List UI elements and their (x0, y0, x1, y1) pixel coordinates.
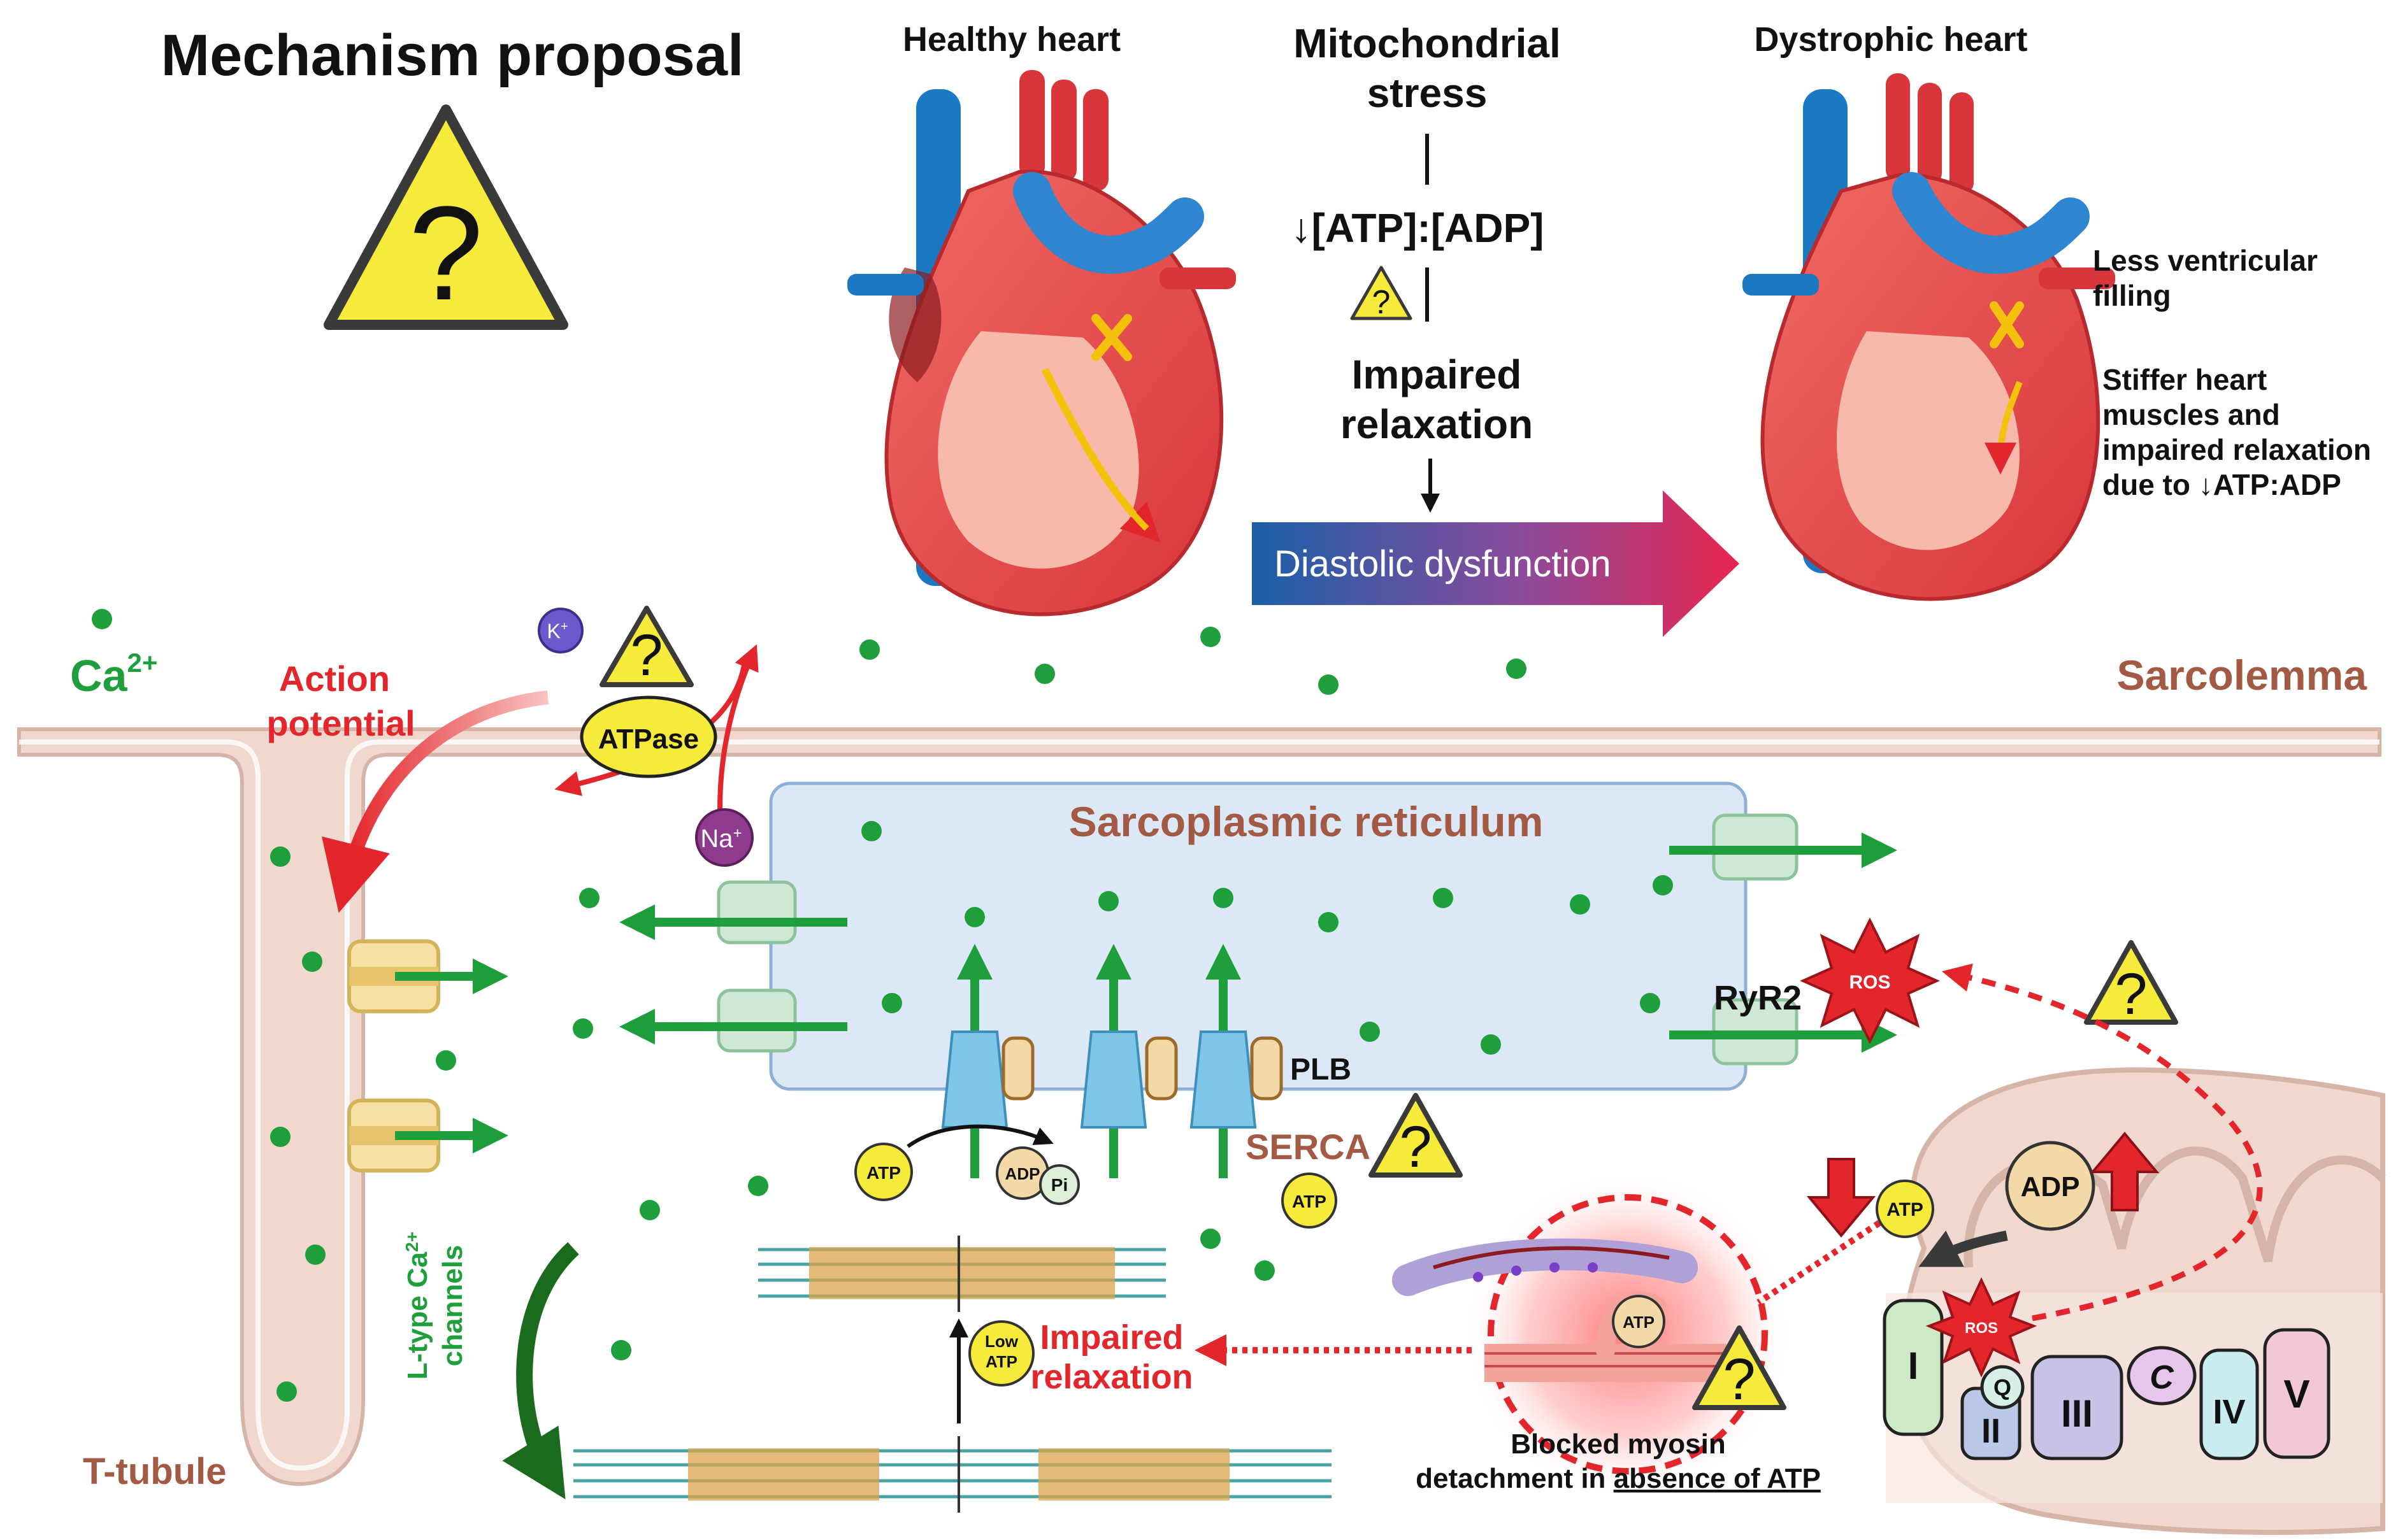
potassium-ion (538, 608, 584, 653)
svg-text:ADP: ADP (1005, 1164, 1040, 1183)
dystrophic-heart-label: Dystrophic heart (1754, 20, 2027, 59)
less-filling-line1: Less ventricular (2093, 244, 2318, 277)
svg-text:ROS: ROS (1965, 1320, 1998, 1337)
warning-triangle-icon-ryr: ? (2084, 940, 2178, 1027)
sarcomere-relaxed (573, 1436, 1332, 1513)
svg-text:Low: Low (985, 1332, 1019, 1351)
blocked-myosin-detachment: ATP ? (1392, 1169, 1793, 1500)
l-type-channels-label: L-type Ca2+ channels (402, 1232, 468, 1380)
svg-text:Na+: Na+ (700, 825, 742, 853)
ryr2-channels-left (619, 880, 847, 1053)
svg-text:II: II (1981, 1412, 2000, 1450)
impaired-relaxation-cell-line1: Impaired (1040, 1318, 1183, 1357)
atp-down-arrow (1806, 1158, 1876, 1238)
impaired-relaxation-top-line2: relaxation (1340, 401, 1533, 447)
warning-triangle-icon-serca: ? (1368, 1093, 1463, 1180)
stiffer-line3: impaired relaxation (2102, 433, 2371, 466)
sarcomere-contracted (758, 1236, 1166, 1312)
sarcolemma-membrane (17, 727, 2381, 1487)
warning-triangle-icon-small: ? (1350, 266, 1412, 321)
svg-text:?: ? (2115, 962, 2147, 1027)
atp-to-myosin-arrow (1756, 1220, 1881, 1306)
svg-text:?: ? (1372, 284, 1391, 321)
sarcoplasmic-reticulum: Sarcoplasmic reticulum (769, 781, 1748, 1091)
less-filling-line2: filling (2093, 279, 2171, 312)
l-type-calcium-channels (347, 939, 508, 1173)
adp-up-arrow (2090, 1131, 2160, 1211)
impaired-relaxation-top-line1: Impaired (1352, 352, 1522, 397)
t-tubule-label: T-tubule (83, 1451, 227, 1492)
svg-text:V: V (2283, 1372, 2309, 1416)
ryr2-label: RyR2 (1714, 979, 1802, 1017)
low-atp-badge: Low ATP (968, 1320, 1035, 1387)
svg-text:ATP: ATP (986, 1352, 1017, 1371)
plb-label: PLB (1290, 1053, 1351, 1087)
sarcolemma-label: Sarcolemma (2116, 652, 2367, 699)
healthy-heart-icon (847, 70, 1236, 617)
svg-text:channels: channels (437, 1245, 468, 1367)
dystrophic-heart-icon (1742, 73, 2115, 601)
svg-text:ROS: ROS (1849, 972, 1890, 993)
svg-text:Q: Q (1993, 1374, 2011, 1401)
etc-complexes: I II Q III C IV V (1883, 1299, 2330, 1460)
warning-question-mark: ? (409, 178, 484, 328)
svg-text:III: III (2061, 1392, 2093, 1435)
myosin-line2: detachment in absence of ATP (1416, 1463, 1821, 1494)
diagram-title: Mechanism proposal (161, 23, 743, 88)
atp-adp-ratio-label: ↓[ATP]:[ADP] (1291, 205, 1544, 251)
svg-text:ATP: ATP (866, 1163, 901, 1183)
calcium-label: Ca2+ (70, 648, 157, 701)
ros-burst-icon-mito: ROS (1925, 1277, 2037, 1378)
svg-text:?: ? (1723, 1347, 1755, 1412)
svg-text:ATP: ATP (1292, 1192, 1326, 1211)
impaired-relaxation-cell-line2: relaxation (1030, 1358, 1193, 1396)
svg-text:I: I (1908, 1344, 1919, 1387)
ryr2-channels-right (1669, 813, 1897, 1066)
ros-burst-icon-sr: ROS (1800, 917, 1940, 1044)
myosin-line1: Blocked myosin (1511, 1429, 1725, 1460)
svg-text:ATP: ATP (1886, 1199, 1923, 1220)
warning-triangle-icon-large: ? (324, 104, 568, 330)
stiffer-line4: due to ↓ATP:ADP (2102, 468, 2341, 501)
stiffer-line2: muscles and (2102, 398, 2280, 431)
svg-text:C: C (2150, 1359, 2174, 1396)
svg-text:IV: IV (2213, 1393, 2245, 1431)
action-potential-line2: potential (266, 703, 415, 743)
relaxation-curved-arrow (502, 1242, 579, 1500)
diastolic-dysfunction-arrow: Diastolic dysfunction (1252, 490, 1739, 637)
svg-text:Pi: Pi (1051, 1175, 1068, 1195)
ros-to-ryr2-arrow (1942, 963, 2263, 1322)
diastolic-dysfunction-label: Diastolic dysfunction (1274, 543, 1611, 585)
mito-stress-line1: Mitochondrial (1293, 20, 1561, 66)
mito-atp-adp: ATP ADP (1806, 1131, 2160, 1267)
action-potential-line1: Action (279, 659, 390, 699)
sr-label: Sarcoplasmic reticulum (1069, 798, 1544, 845)
na-k-atpase-pump: ATPase K+ Na+ ? (538, 606, 759, 867)
mito-stress-line2: stress (1367, 70, 1488, 116)
serca-pumps (941, 944, 1283, 1178)
stiffer-line1: Stiffer heart (2102, 363, 2267, 396)
svg-text:?: ? (1399, 1115, 1432, 1180)
svg-text:?: ? (630, 623, 663, 688)
svg-text:ATP: ATP (1623, 1313, 1655, 1332)
svg-text:ADP: ADP (2021, 1171, 2080, 1202)
svg-text:K+: K+ (547, 620, 568, 643)
serca-label: SERCA (1246, 1127, 1370, 1167)
svg-text:L-type Ca2+: L-type Ca2+ (402, 1232, 433, 1380)
action-potential-arrow (322, 690, 549, 913)
atpase-label: ATPase (598, 724, 699, 755)
atp-hydrolysis: ATP ADP Pi ATP (854, 1124, 1337, 1229)
sodium-ion (695, 808, 754, 867)
healthy-heart-label: Healthy heart (903, 20, 1121, 59)
